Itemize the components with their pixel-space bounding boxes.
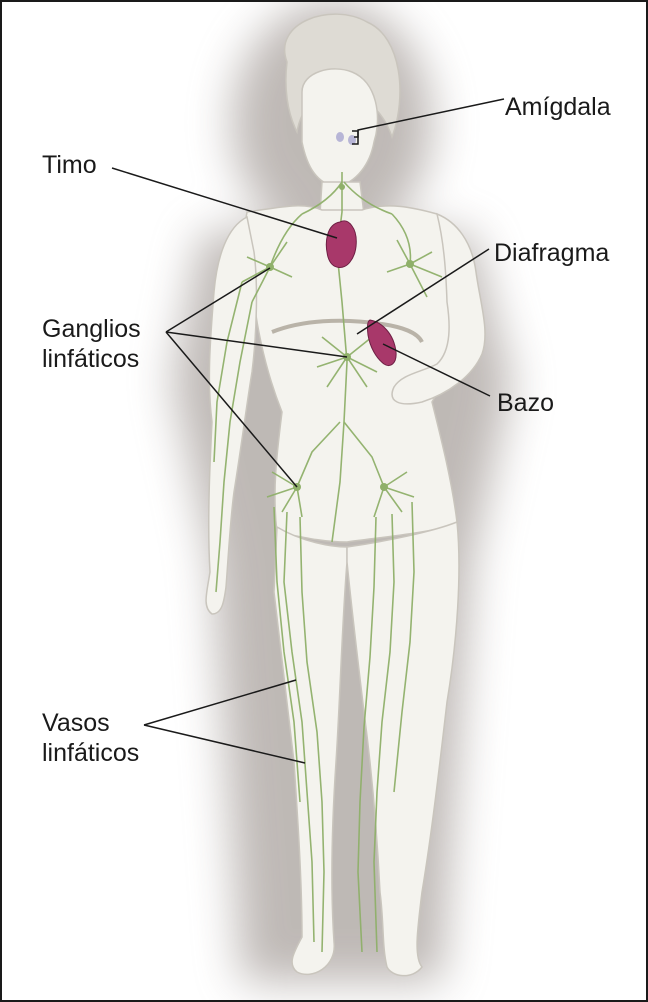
label-diafragma: Diafragma bbox=[494, 238, 609, 268]
label-amigdala: Amígdala bbox=[505, 92, 611, 122]
label-bazo: Bazo bbox=[497, 388, 554, 418]
label-ganglios-line1: Ganglios bbox=[42, 314, 141, 344]
label-vasos-linfaticos: Vasos linfáticos bbox=[42, 708, 139, 768]
label-timo: Timo bbox=[42, 150, 97, 180]
label-vasos-line1: Vasos bbox=[42, 708, 139, 738]
label-ganglios-line2: linfáticos bbox=[42, 344, 141, 374]
label-ganglios-linfaticos: Ganglios linfáticos bbox=[42, 314, 141, 374]
label-vasos-line2: linfáticos bbox=[42, 738, 139, 768]
